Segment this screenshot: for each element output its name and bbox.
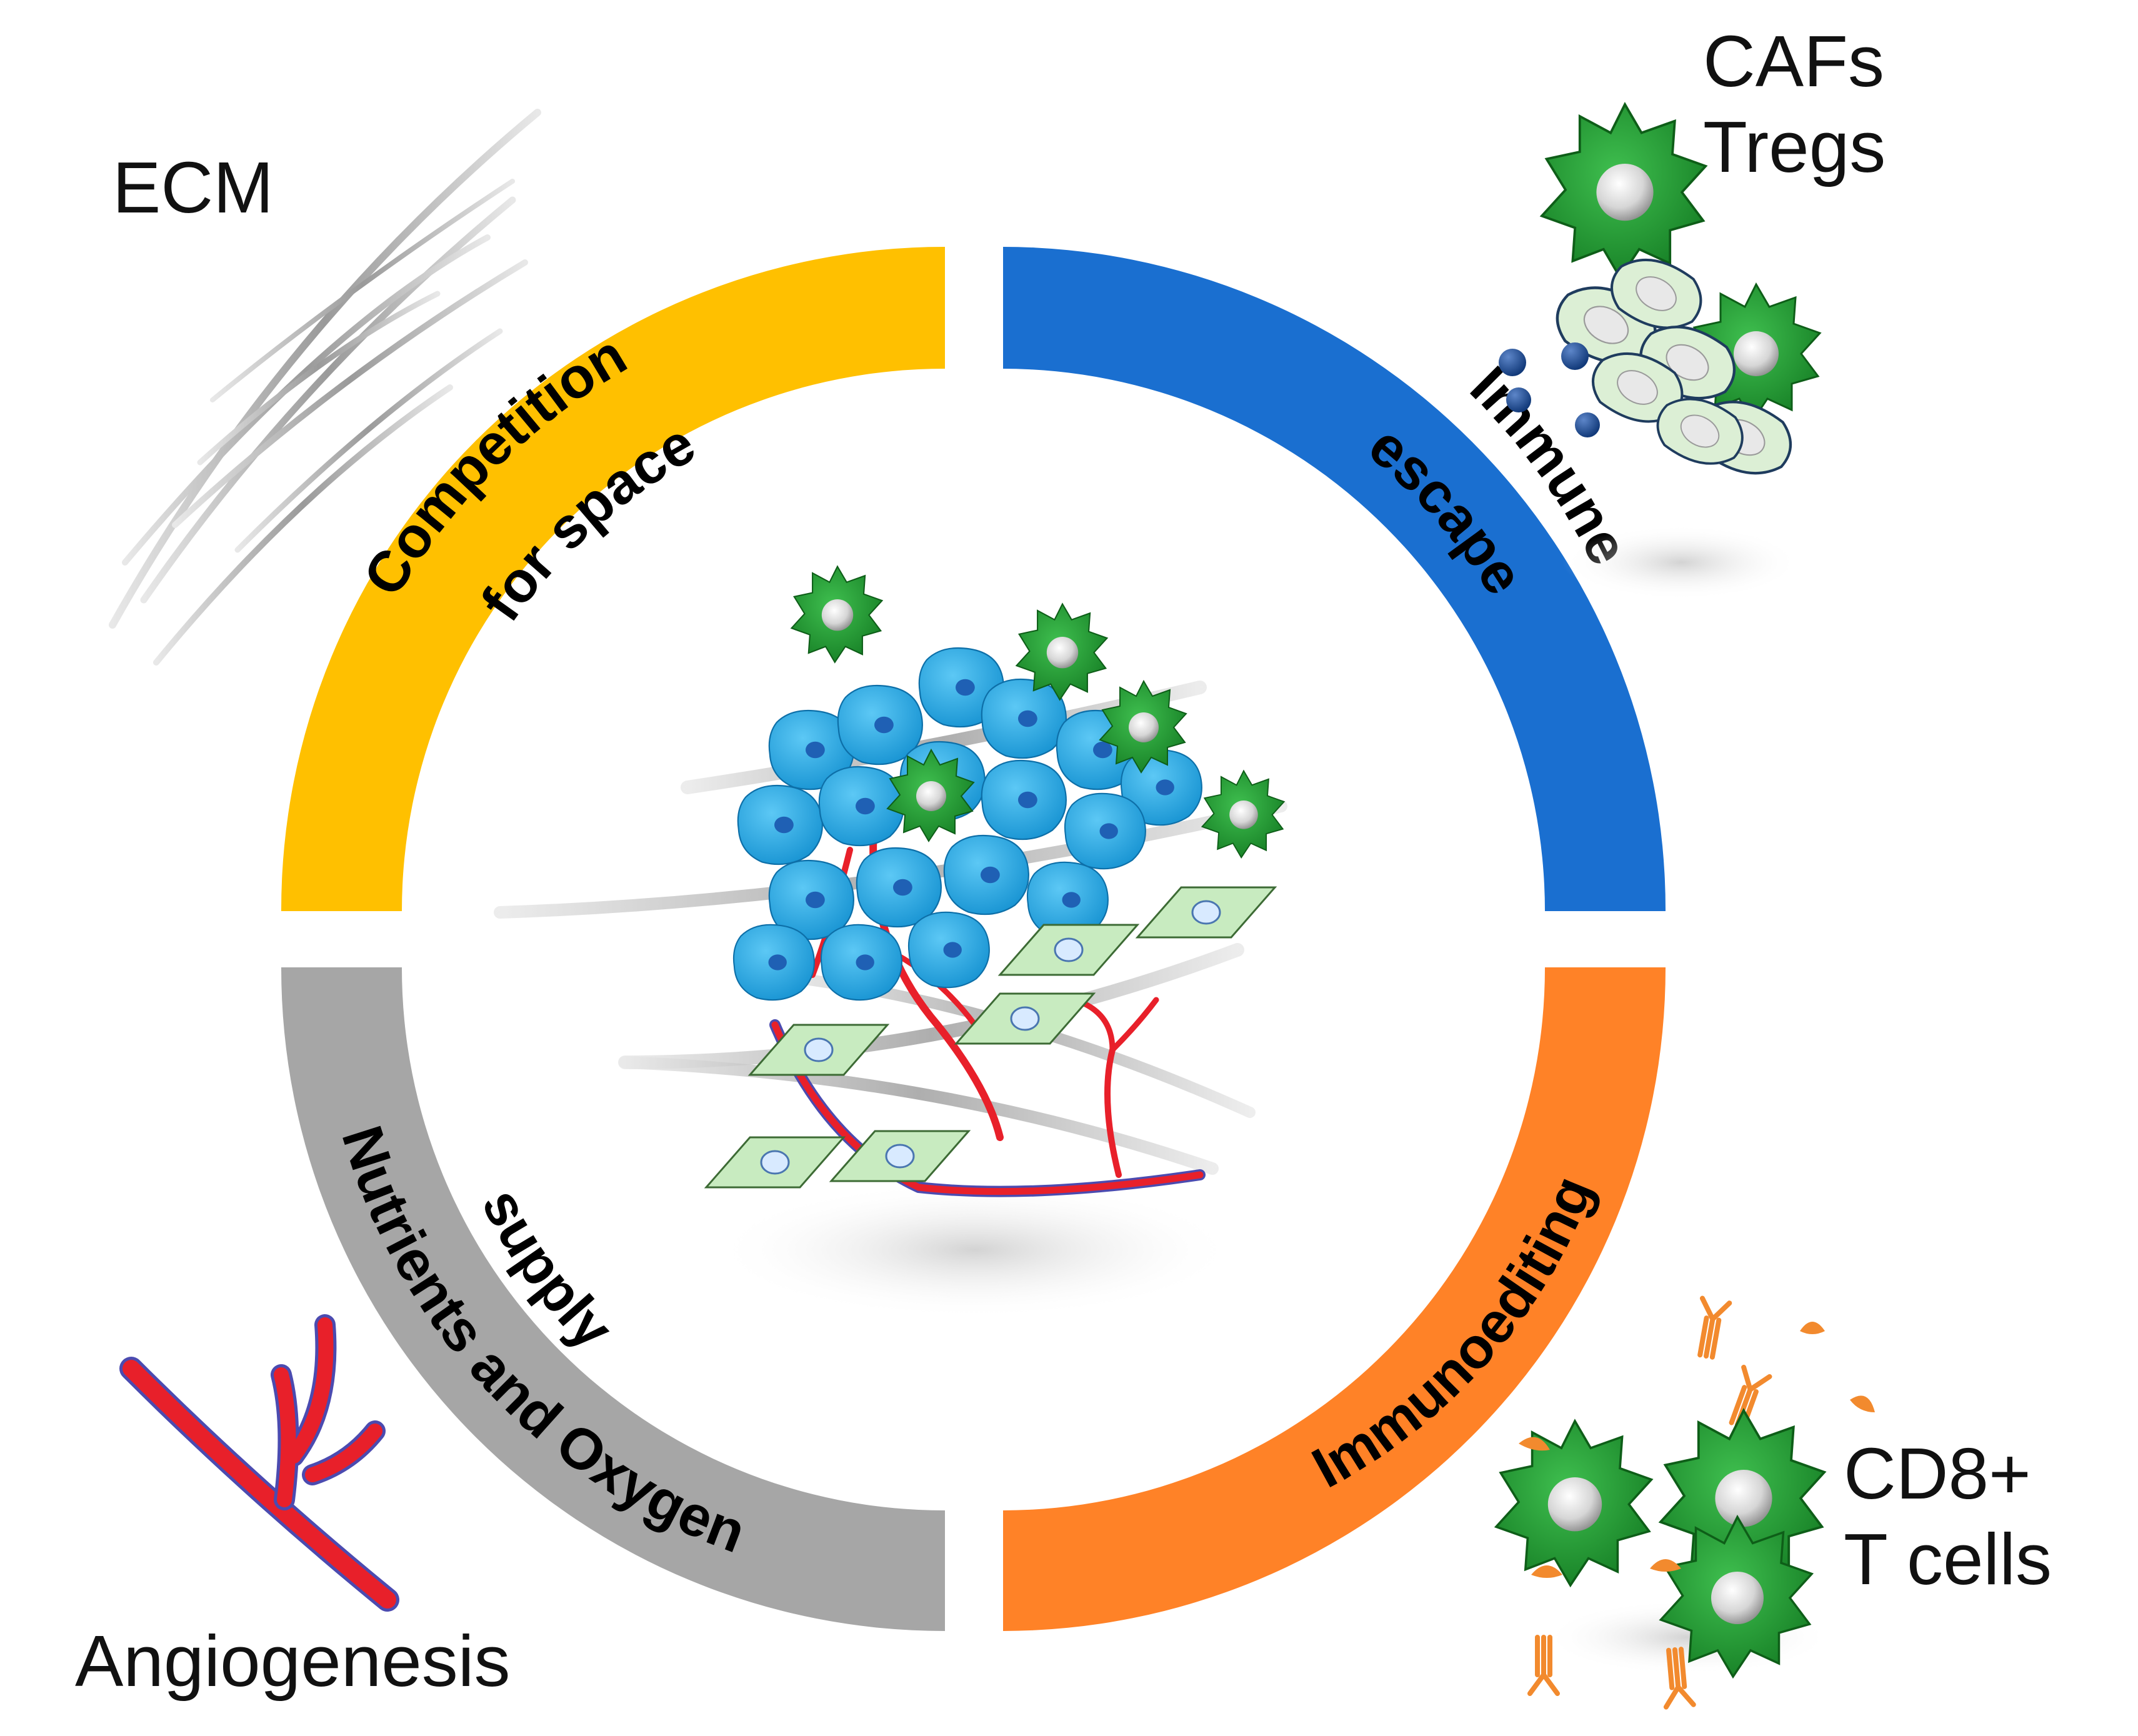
ring-segments [281,246,1666,1632]
label-cafs-tregs: CAFs Tregs [1703,19,1886,190]
ecm-fibers-icon [109,109,541,666]
label-cafs: CAFs [1703,21,1884,102]
label-ecm: ECM [112,147,274,228]
segment-competition-for-space [281,246,946,911]
tumor-microenvironment-icon [494,566,1287,1319]
cd8-t-cells-icon [1495,1299,1875,1707]
label-tregs: Tregs [1703,106,1886,187]
label-t-cells: T cells [1844,1518,2052,1600]
label-cd8-t-cells: CD8+ T cells [1844,1431,2052,1602]
cafs-tregs-cells-icon [1499,103,1821,600]
segment-immune-escape [1003,247,1666,911]
label-angiogenesis: Angiogenesis [75,1620,511,1702]
blood-vessel-icon [119,1314,399,1612]
segment-immunoediting [1003,967,1666,1631]
label-cd8: CD8+ [1844,1433,2031,1514]
segment-nutrients-and-oxygen [281,967,946,1632]
